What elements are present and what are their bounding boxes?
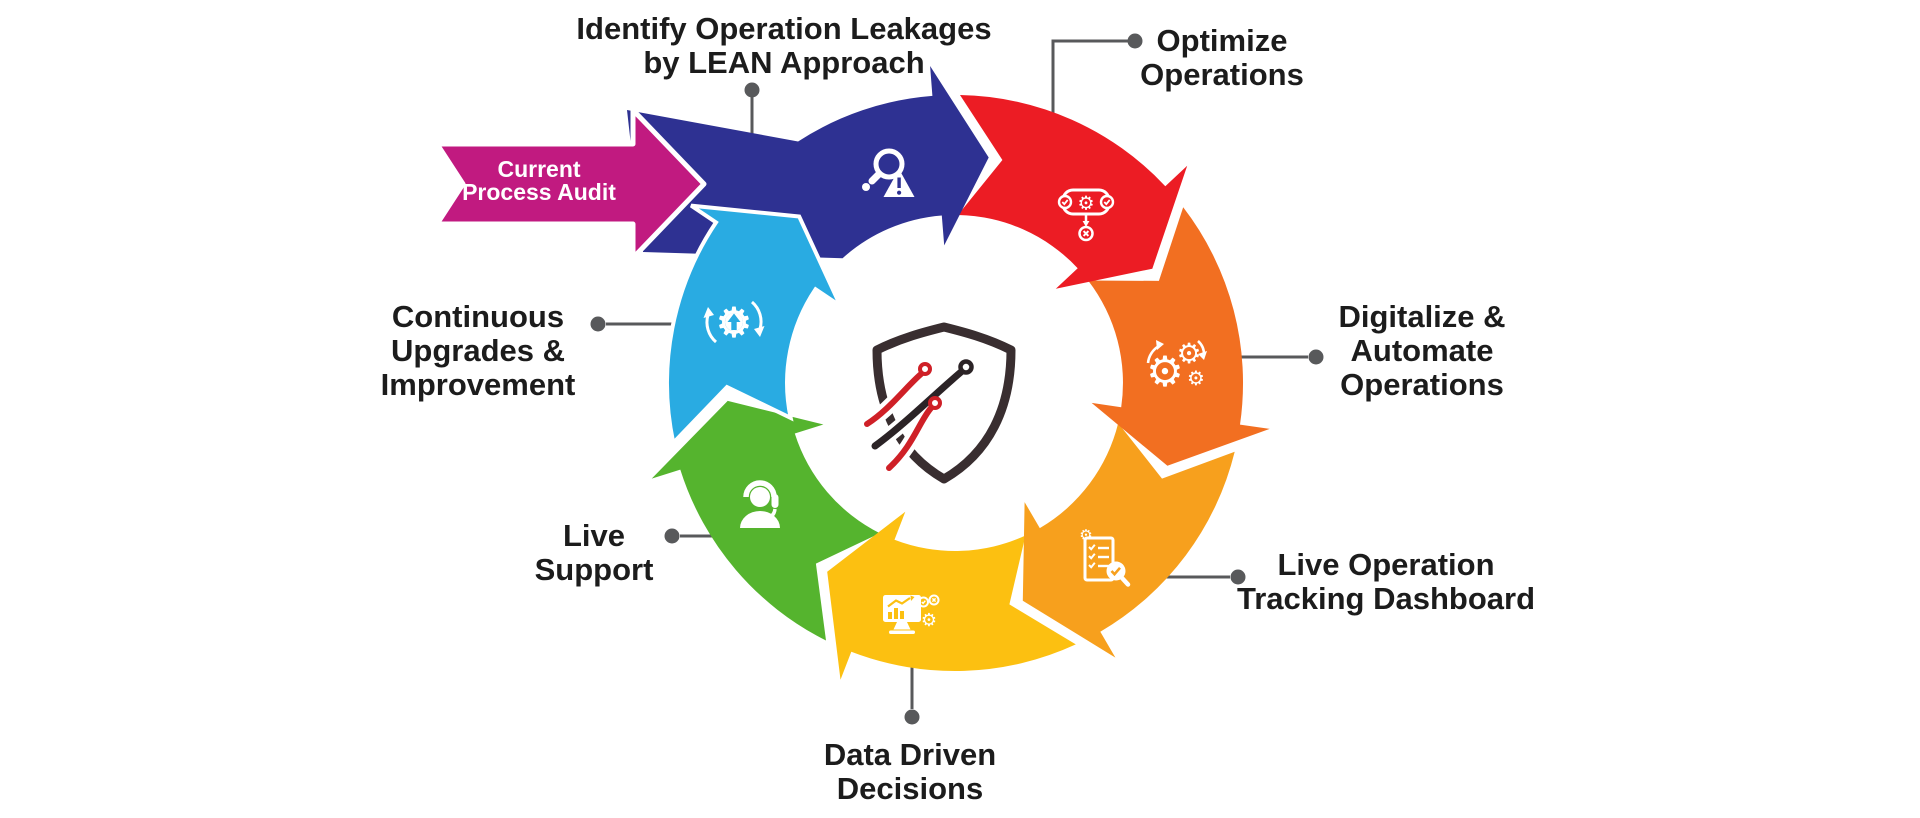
step-label-line: Digitalize & [1338,299,1506,334]
step-label-identify: Identify Operation Leakages by LEAN Appr… [576,12,991,80]
step-label-line: Tracking Dashboard [1236,581,1536,616]
arrow-optimize [957,95,1188,289]
arrow-data [827,511,1076,680]
step-label-line: Decisions [836,771,984,806]
step-label-line: by LEAN Approach [643,45,925,80]
step-label-line: Upgrades & [391,333,565,368]
arrow-digitalize [1088,207,1270,466]
step-label-line: Identify Operation Leakages [576,11,992,46]
step-label-line: Operations [1340,367,1504,402]
arrow-ring [627,66,1270,680]
circuit-swooshes [864,359,974,471]
headset-agent-icon [740,480,780,528]
step-label-line: Live Operation [1277,547,1495,582]
step-label-line: Automate [1350,333,1494,368]
svg-text:⚙: ⚙ [1187,366,1205,390]
analytics-monitor-icon: ⚙ [883,594,940,634]
step-label-line: Operations [1140,57,1304,92]
entry-label-line: Current [497,156,581,182]
step-label-support: Live Support [535,519,654,587]
shield-circuit-logo [859,322,1016,484]
step-label-data: Data Driven Decisions [824,738,996,806]
step-label-line: Data Driven [823,737,997,772]
arrow-dashboard [1022,423,1235,658]
svg-text:⚙: ⚙ [1146,347,1184,396]
step-label-continuous: Continuous Upgrades & Improvement [381,300,576,402]
magnifier-alert-icon [862,148,915,197]
step-label-line: Live [562,518,626,553]
entry-arrow-label: Current Process Audit [462,158,616,204]
svg-text:⚙: ⚙ [1176,337,1201,370]
svg-text:⚙: ⚙ [1079,526,1092,544]
step-label-optimize: Optimize Operations [1140,24,1304,92]
step-icons: ⚙ ⚙ ⚙ ⚙ [703,148,1207,634]
step-label-line: Continuous [391,299,565,334]
process-check-flow-icon: ⚙ [1057,188,1115,242]
connector-support [664,528,716,544]
svg-text:⚙: ⚙ [921,610,937,631]
step-label-line: Support [534,552,654,587]
connector-optimize [1051,33,1143,130]
audit-checklist-icon: ⚙ [1079,526,1131,587]
entry-arrow [434,107,707,261]
step-label-line: Optimize [1156,23,1288,58]
shield-outline [872,322,1016,484]
entry-label-line: Process Audit [462,179,616,205]
upgrade-cycle-icon: ⚙ [703,298,765,347]
step-label-dashboard: Live Operation Tracking Dashboard [1237,548,1535,616]
step-label-line: Improvement [380,367,576,402]
arrow-continuous [665,203,846,448]
automation-gears-icon: ⚙ ⚙ ⚙ [1146,337,1207,396]
step-label-digitalize: Digitalize & Automate Operations [1338,300,1505,402]
connector-identify [744,82,760,140]
svg-text:⚙: ⚙ [1077,193,1094,215]
